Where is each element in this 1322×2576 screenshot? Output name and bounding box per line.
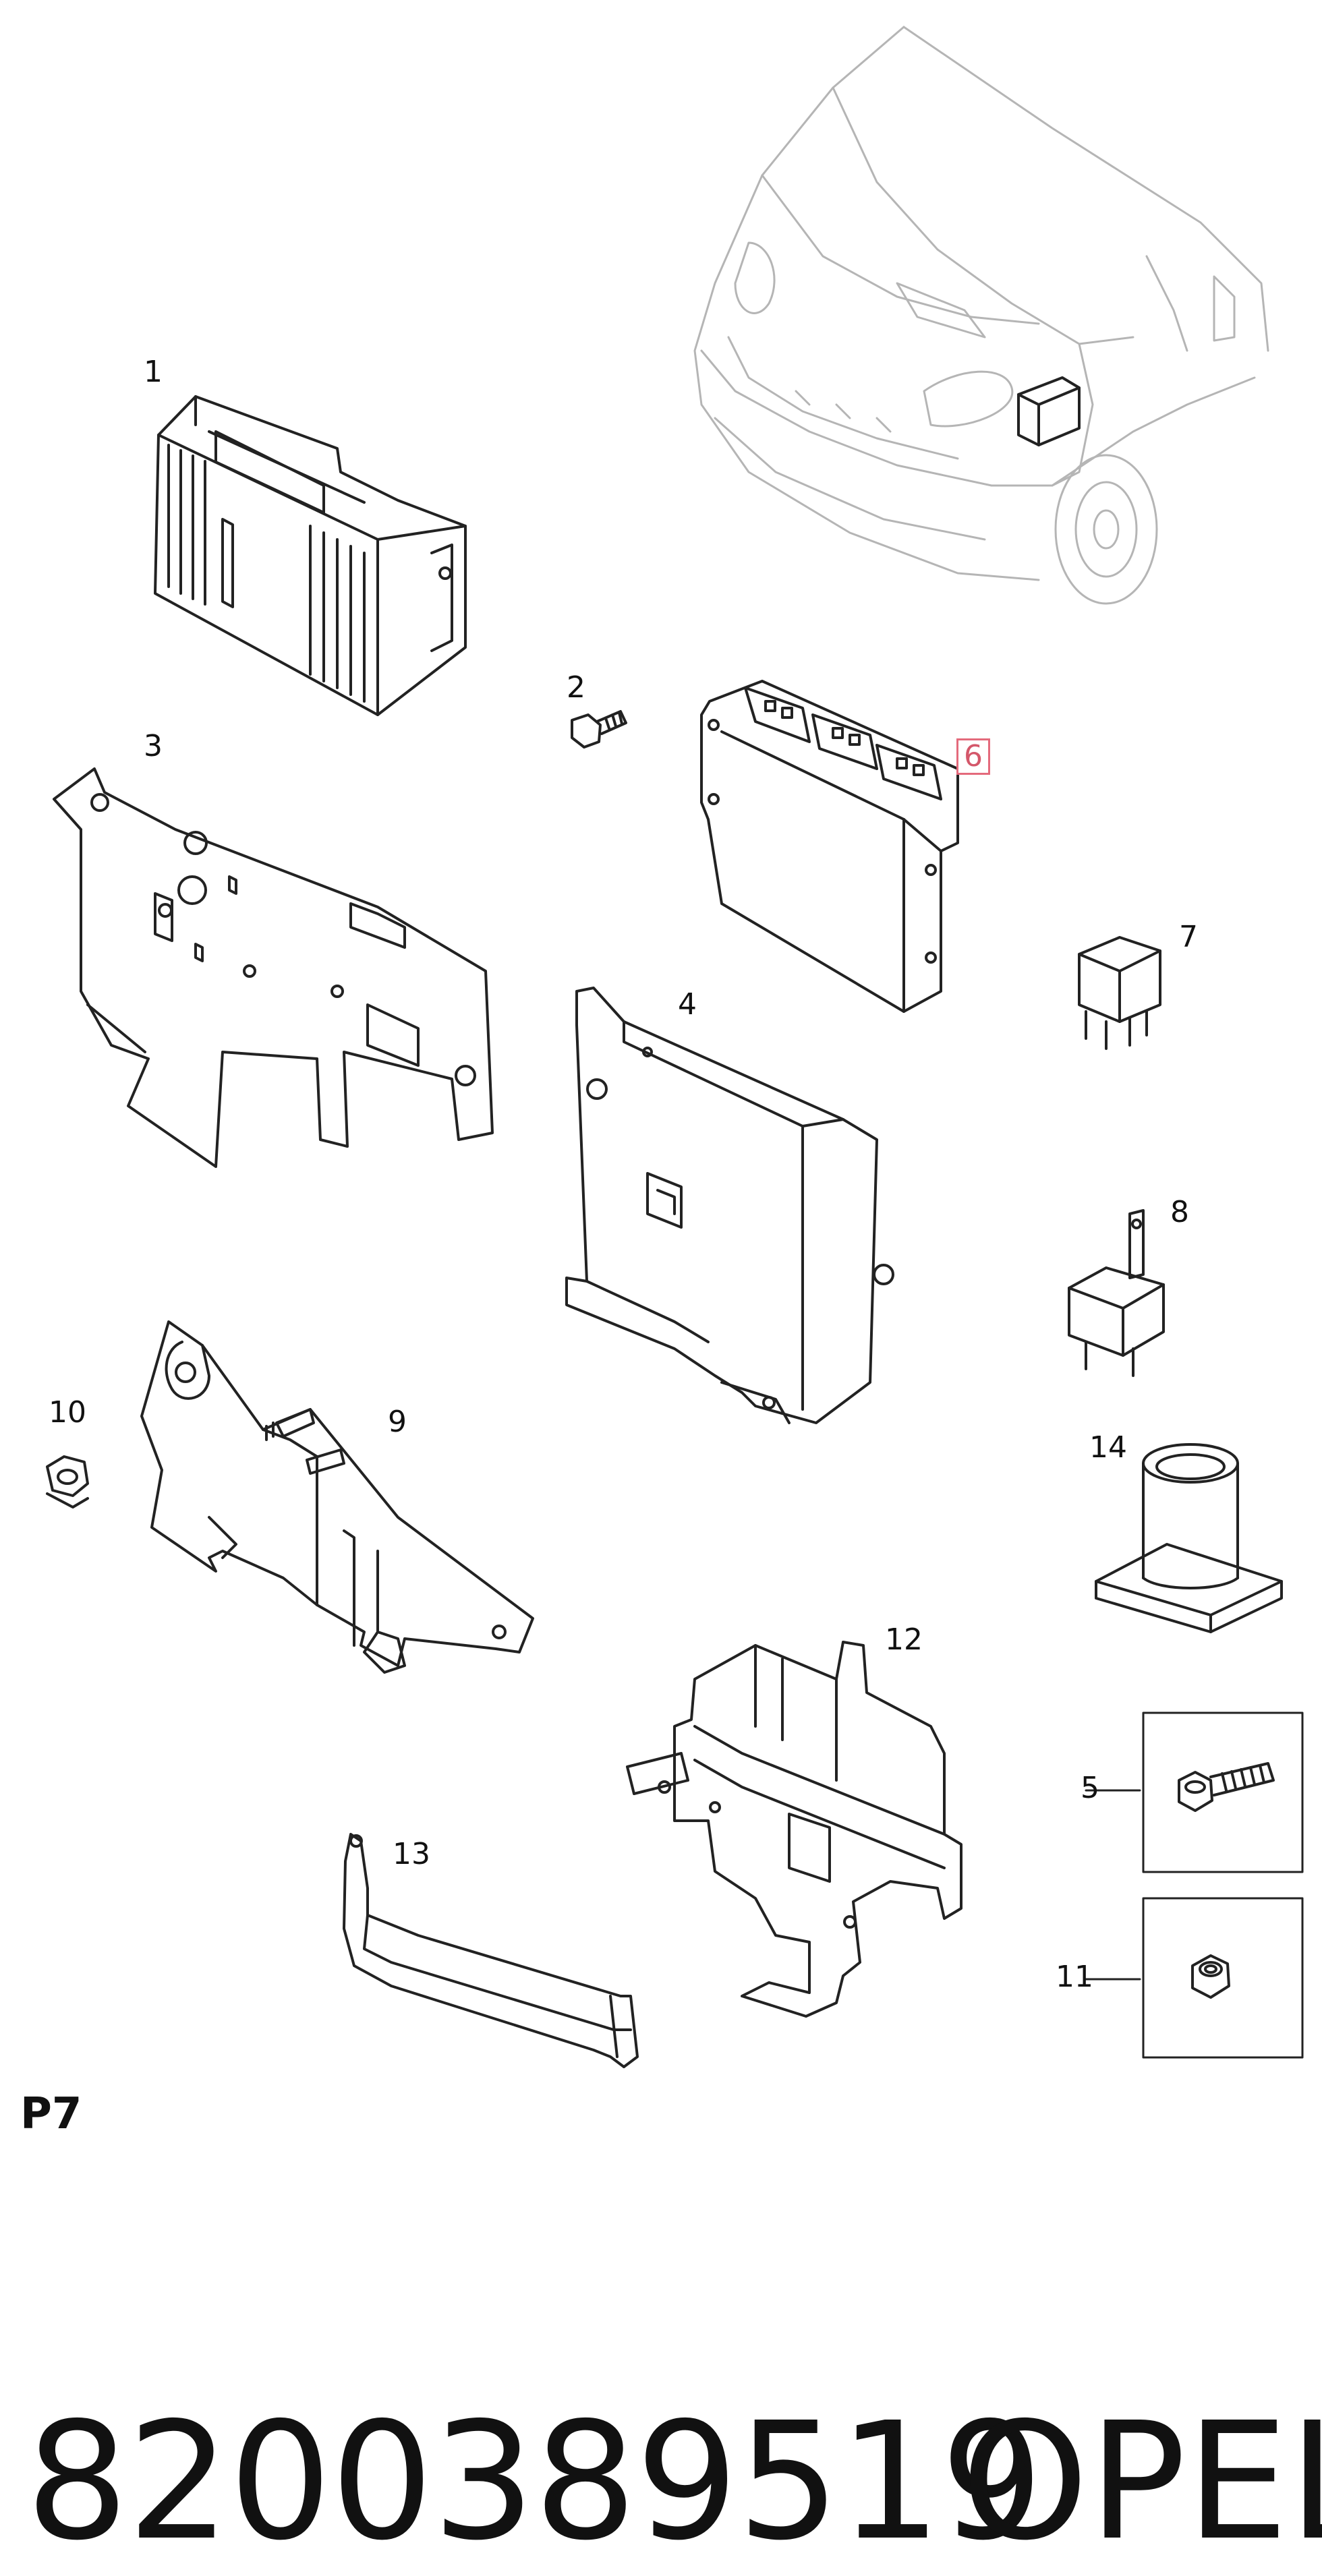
part-7-relay (1078, 936, 1161, 1050)
part-13-label: 13 (393, 1837, 430, 1871)
part-3-label: 3 (144, 729, 163, 763)
part-2-bolt (571, 710, 627, 749)
part-4-ecu-bracket (565, 987, 894, 1424)
part-11-box (1085, 1897, 1304, 2059)
part-10-label: 10 (49, 1395, 86, 1430)
part-5-box (1085, 1711, 1304, 1873)
part-7-label: 7 (1179, 920, 1198, 954)
page-label: P7 (20, 2089, 82, 2139)
part-1-module (154, 395, 467, 716)
part-6-label-highlighted: 6 (956, 738, 990, 775)
vehicle-illustration (693, 26, 1269, 605)
part-1-label: 1 (144, 355, 163, 389)
part-14-sleeve (1095, 1443, 1283, 1633)
part-5-label: 5 (1081, 1771, 1099, 1805)
part-11-label: 11 (1056, 1960, 1093, 1994)
part-8-label: 8 (1170, 1195, 1189, 1229)
part-12-label: 12 (885, 1622, 923, 1657)
part-13-strap (343, 1833, 639, 2068)
part-3-bracket (53, 767, 494, 1168)
part-9-label: 9 (388, 1405, 407, 1439)
part-4-label: 4 (678, 987, 697, 1022)
brand-name: OPEL (961, 2387, 1322, 2576)
part-9-bracket (140, 1320, 534, 1674)
part-2-label: 2 (567, 670, 585, 705)
part-number: 8200389519 (26, 2387, 1043, 2576)
part-12-cradle (626, 1641, 962, 2018)
part-14-label: 14 (1089, 1430, 1127, 1465)
part-6-ecu (700, 680, 959, 1013)
part-10-nut (46, 1455, 89, 1509)
ecu-location-marker (1017, 376, 1081, 446)
part-8-relay (1068, 1209, 1165, 1377)
